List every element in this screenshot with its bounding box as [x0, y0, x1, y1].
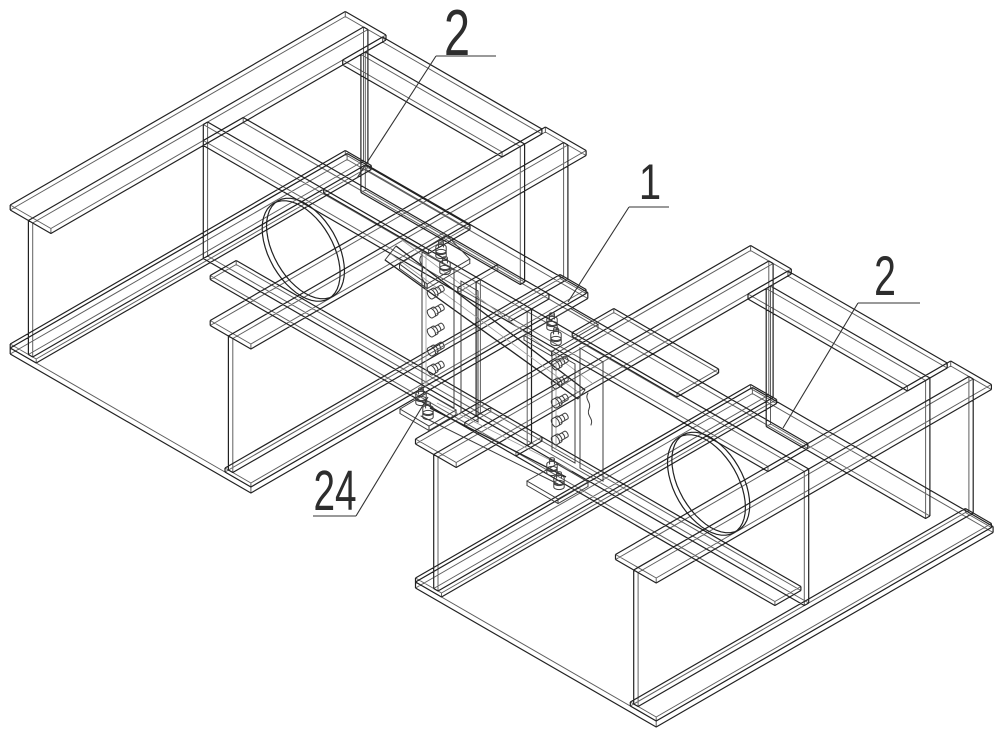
- svg-text:24: 24: [313, 460, 356, 523]
- svg-text:1: 1: [639, 154, 661, 210]
- svg-text:2: 2: [874, 245, 896, 308]
- svg-text:2: 2: [444, 0, 470, 70]
